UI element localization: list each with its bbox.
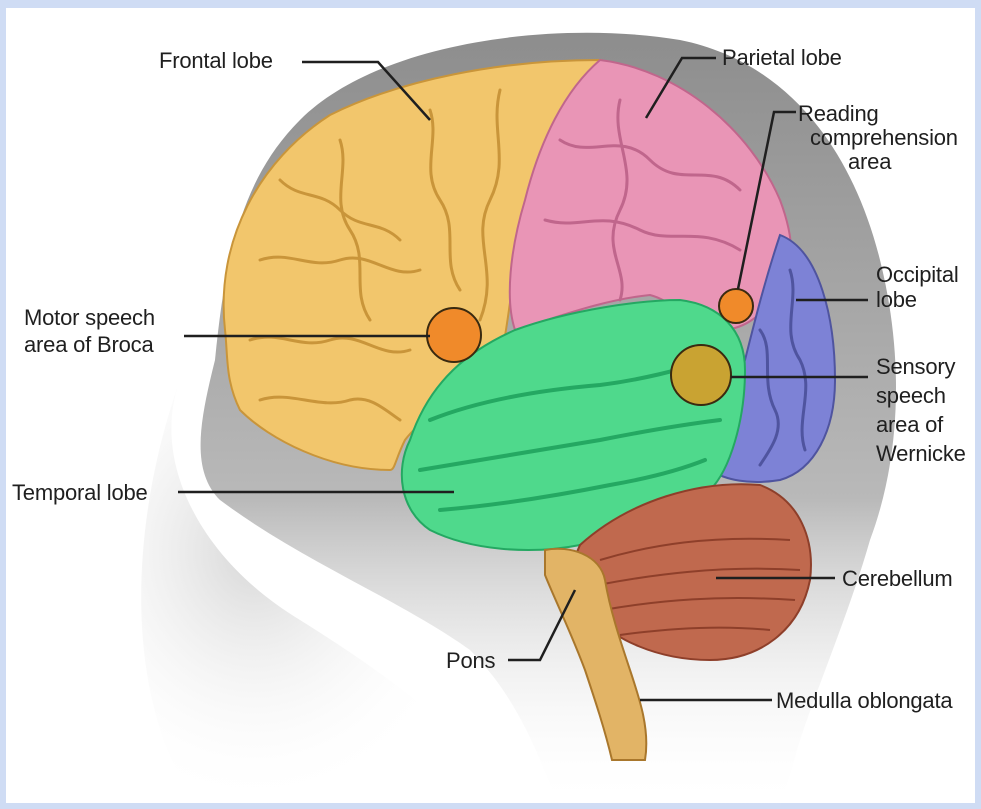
broca-label: Motor speech area of Broca bbox=[24, 304, 155, 358]
wernicke-line-4: Wernicke bbox=[876, 439, 966, 468]
wernicke-area-marker bbox=[671, 345, 731, 405]
broca-line-1: Motor speech bbox=[24, 304, 155, 331]
medulla-label: Medulla oblongata bbox=[776, 688, 952, 713]
reading-area-marker bbox=[719, 289, 753, 323]
frontal-lobe-label: Frontal lobe bbox=[159, 48, 273, 73]
occipital-lobe-line-1: Occipital bbox=[876, 262, 959, 287]
parietal-lobe-label: Parietal lobe bbox=[722, 45, 842, 70]
pons-label: Pons bbox=[446, 648, 495, 673]
reading-area-label: Reading comprehension area bbox=[798, 98, 958, 178]
cerebellum-label: Cerebellum bbox=[842, 566, 953, 591]
wernicke-line-2: speech bbox=[876, 381, 966, 410]
wernicke-line-1: Sensory bbox=[876, 352, 966, 381]
broca-area-marker bbox=[427, 308, 481, 362]
occipital-lobe-label: Occipital lobe bbox=[876, 262, 959, 312]
broca-line-2: area of Broca bbox=[24, 331, 155, 358]
occipital-lobe-line-2: lobe bbox=[876, 287, 959, 312]
wernicke-line-3: area of bbox=[876, 410, 966, 439]
temporal-lobe-label: Temporal lobe bbox=[12, 480, 148, 505]
wernicke-label: Sensory speech area of Wernicke bbox=[876, 352, 966, 468]
